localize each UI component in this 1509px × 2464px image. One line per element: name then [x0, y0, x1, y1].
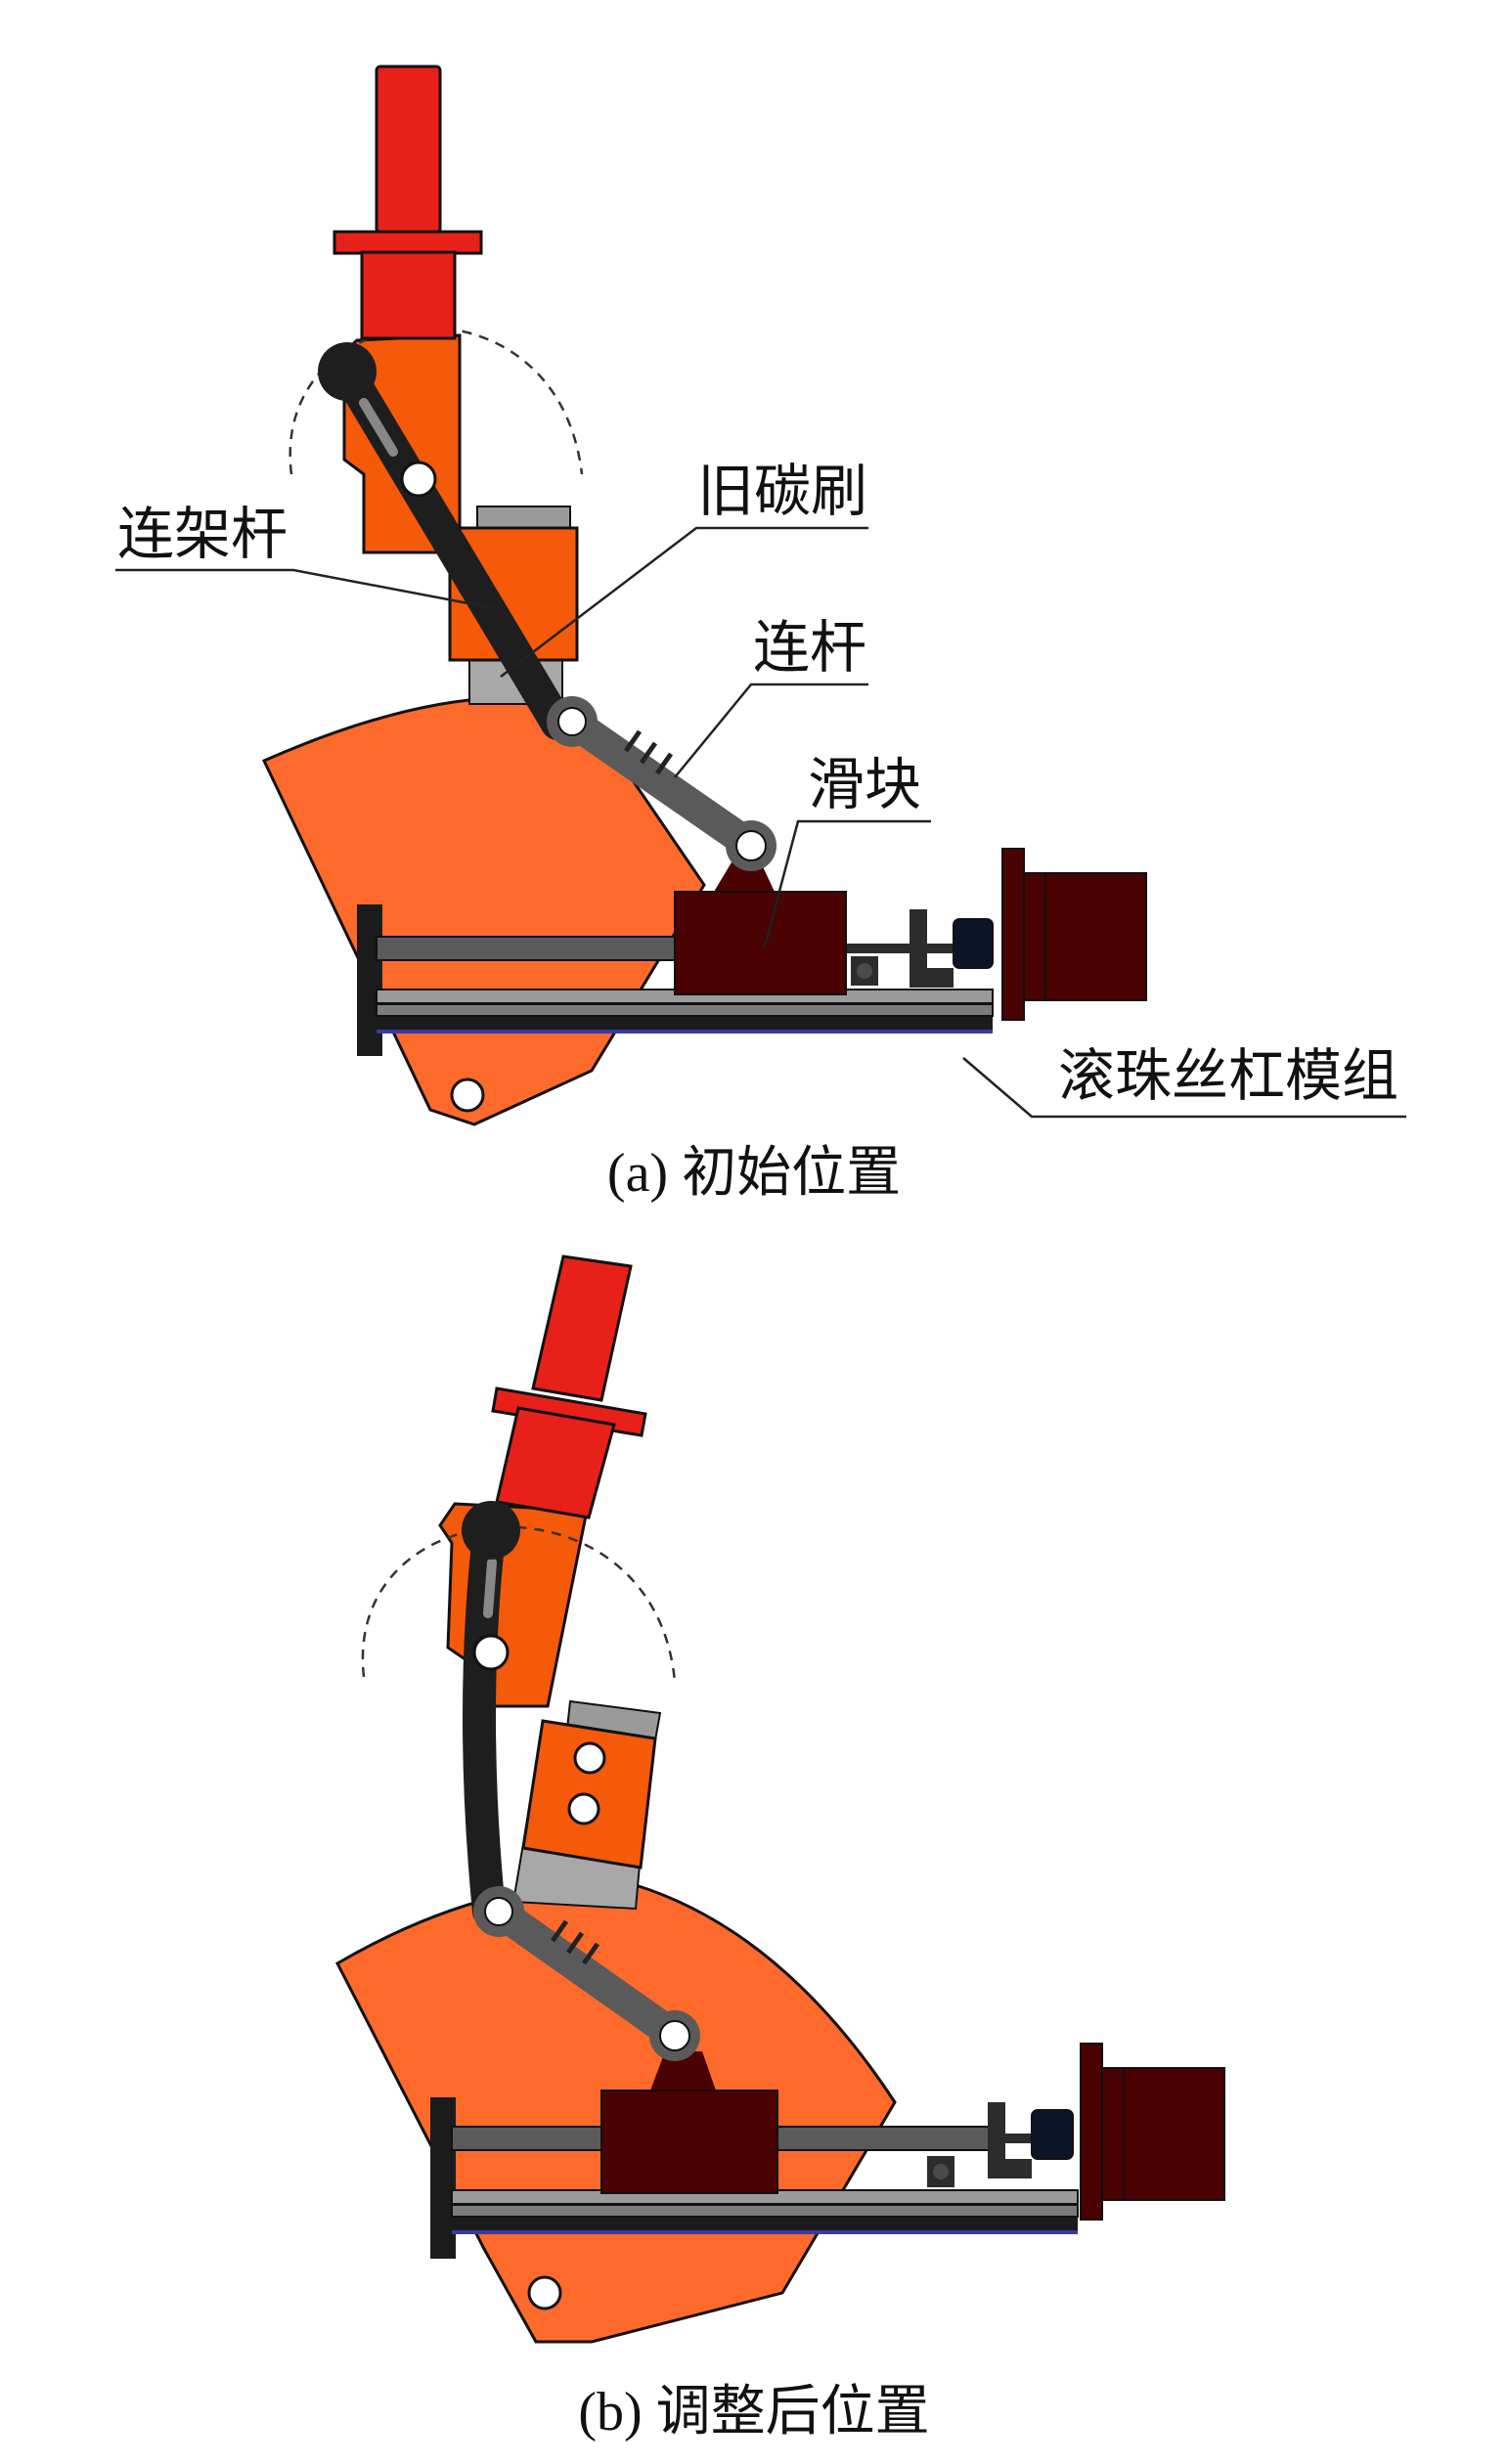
label-old-carbon-brush-group: 旧碳刷 [500, 458, 868, 678]
figure-a-initial-position: 连架杆 旧碳刷 连杆 滑块 滚珠丝杠模组 (a) 初始位置 [115, 65, 1406, 1204]
figure-b-adjusted-position: (b) 调整后位置 [335, 1254, 1225, 2442]
link-frame-rod [318, 342, 574, 740]
link-frame-rod [462, 1501, 520, 1928]
label-link-frame-rod-group: 连架杆 [115, 501, 495, 610]
caption-a: (a) 初始位置 [607, 1143, 901, 1204]
connecting-rod [473, 1886, 700, 2061]
label-slider: 滑块 [808, 751, 921, 817]
label-ball-screw-module-group: 滚珠丝杠模组 [962, 1042, 1406, 1119]
motor [491, 1254, 647, 1519]
motor [333, 65, 483, 340]
caption-b: (b) 调整后位置 [578, 2382, 929, 2442]
label-link-frame-rod: 连架杆 [117, 501, 288, 567]
label-connecting-rod: 连杆 [753, 614, 866, 681]
label-slider-group: 滑块 [763, 751, 931, 947]
label-old-carbon-brush: 旧碳刷 [697, 458, 867, 524]
slider-block [600, 2051, 778, 2194]
ball-screw-module [357, 848, 1147, 1056]
connecting-rod [547, 696, 777, 871]
label-ball-screw-module: 滚珠丝杠模组 [1058, 1042, 1398, 1109]
label-connecting-rod-group: 连杆 [674, 614, 868, 778]
brush-holder [342, 333, 579, 662]
